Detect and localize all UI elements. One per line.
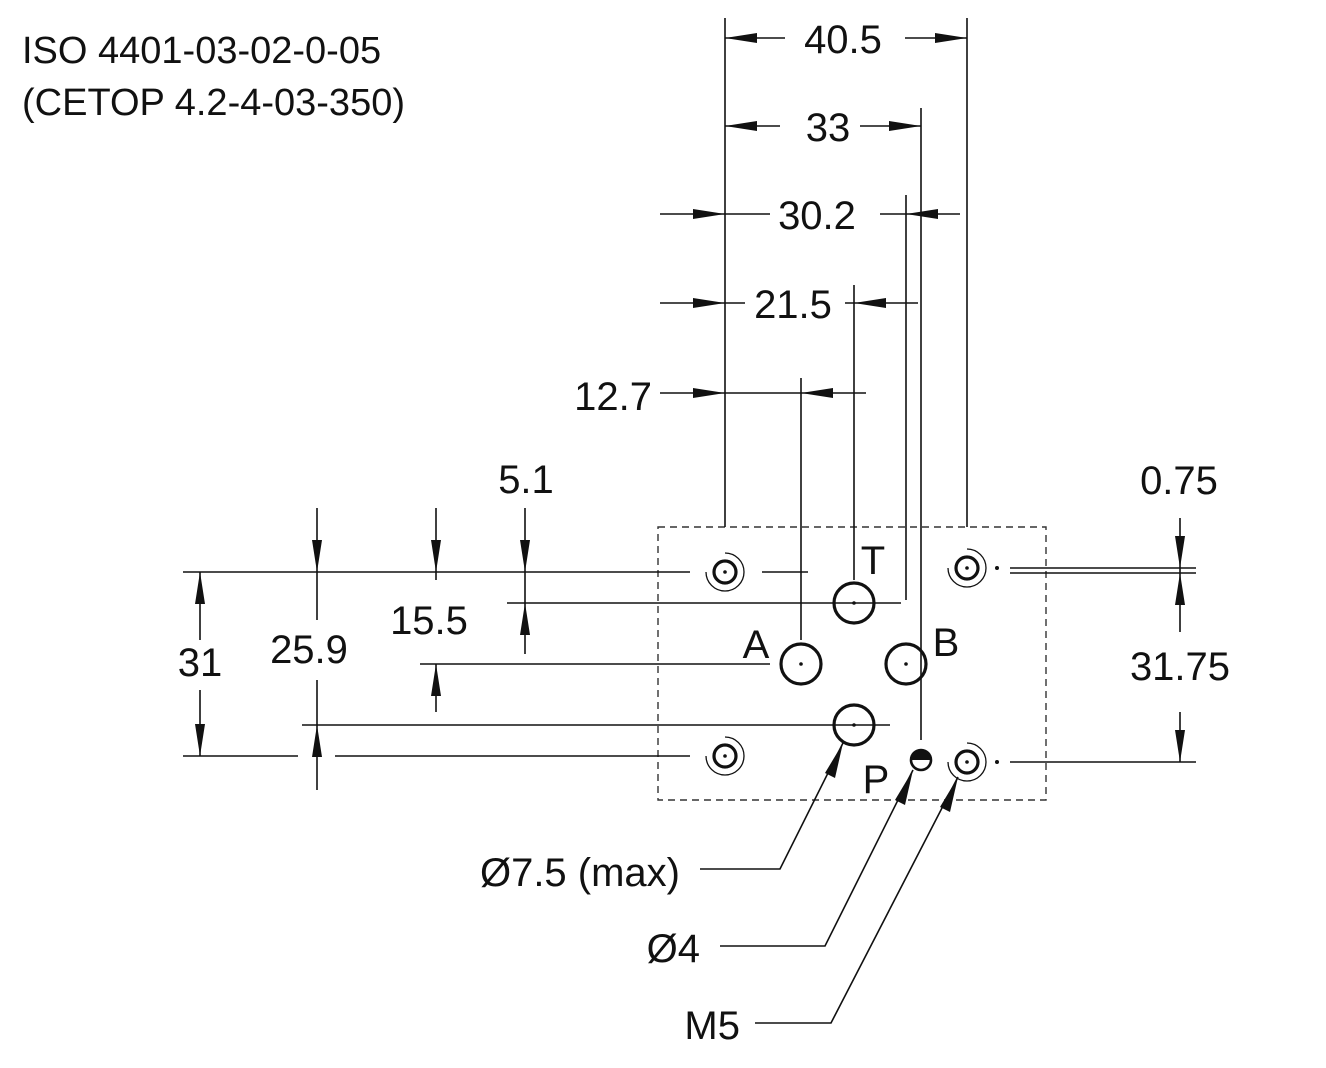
arrow-12-7-left — [693, 388, 725, 398]
dim-30-2-label: 30.2 — [778, 194, 856, 238]
dim-5-1-label: 5.1 — [498, 458, 554, 502]
dim-15-5-label: 15.5 — [390, 599, 468, 643]
callout-thread: M5 — [684, 1004, 740, 1048]
arrow-40-5-left — [725, 33, 757, 43]
leader-pin-dia — [720, 769, 914, 947]
mounting-hole-bottom-left — [705, 736, 745, 776]
standard-subtitle: (CETOP 4.2-4-03-350) — [22, 82, 405, 124]
arrow-33-right — [889, 121, 921, 131]
standard-title: ISO 4401-03-02-0-05 — [22, 30, 381, 72]
dim-40-5-label: 40.5 — [804, 18, 882, 62]
arrow-25-9-top — [312, 540, 322, 572]
arrow-21-5-right — [854, 298, 886, 308]
arrow-21-5-left — [693, 298, 725, 308]
arrow-5-1-bottom — [520, 603, 530, 635]
arrow-0-75-bottom — [1175, 573, 1185, 605]
arrow-40-5-right — [935, 33, 967, 43]
dim-21-5-label: 21.5 — [754, 283, 832, 327]
arrow-15-5-top — [431, 540, 441, 572]
port-p-label: P — [863, 758, 890, 802]
leader-thread — [755, 776, 959, 1024]
arrow-12-7-right — [801, 388, 833, 398]
port-t — [832, 581, 876, 625]
leader-port-dia — [700, 742, 844, 870]
dim-33-label: 33 — [806, 106, 851, 150]
arrow-31-75-bottom — [1175, 730, 1185, 762]
mounting-hole-top-right — [947, 548, 999, 588]
port-t-label: T — [861, 539, 885, 583]
arrow-30-2-left — [693, 209, 725, 219]
arrow-31-bottom — [195, 724, 205, 756]
dim-25-9-label: 25.9 — [270, 628, 348, 672]
leader-thread-arrow — [940, 777, 958, 812]
arrow-25-9-bottom — [312, 725, 322, 757]
port-a-label: A — [743, 623, 770, 667]
mounting-hole-top-left — [705, 552, 745, 592]
dim-12-7-label: 12.7 — [574, 375, 652, 419]
arrow-5-1-top — [520, 540, 530, 572]
port-a — [779, 642, 823, 686]
mounting-hole-bottom-right — [947, 742, 999, 782]
arrow-15-5-bottom — [431, 664, 441, 696]
port-b — [884, 642, 928, 686]
port-b-label: B — [933, 621, 960, 665]
callout-port-dia: Ø7.5 (max) — [480, 851, 680, 895]
dim-31-75-label: 31.75 — [1130, 645, 1230, 689]
dim-31-label: 31 — [178, 641, 223, 685]
arrow-0-75-top — [1175, 536, 1185, 568]
port-p — [832, 703, 876, 747]
arrow-33-left — [725, 121, 757, 131]
locating-pin — [909, 748, 933, 772]
leader-port-dia-arrow — [825, 743, 843, 778]
arrow-30-2-right — [906, 209, 938, 219]
leader-pin-dia-arrow — [895, 770, 913, 805]
dim-0-75-label: 0.75 — [1140, 459, 1218, 503]
subplate-outline — [657, 526, 1047, 801]
callout-pin-dia: Ø4 — [647, 927, 700, 971]
arrow-31-top — [195, 572, 205, 604]
